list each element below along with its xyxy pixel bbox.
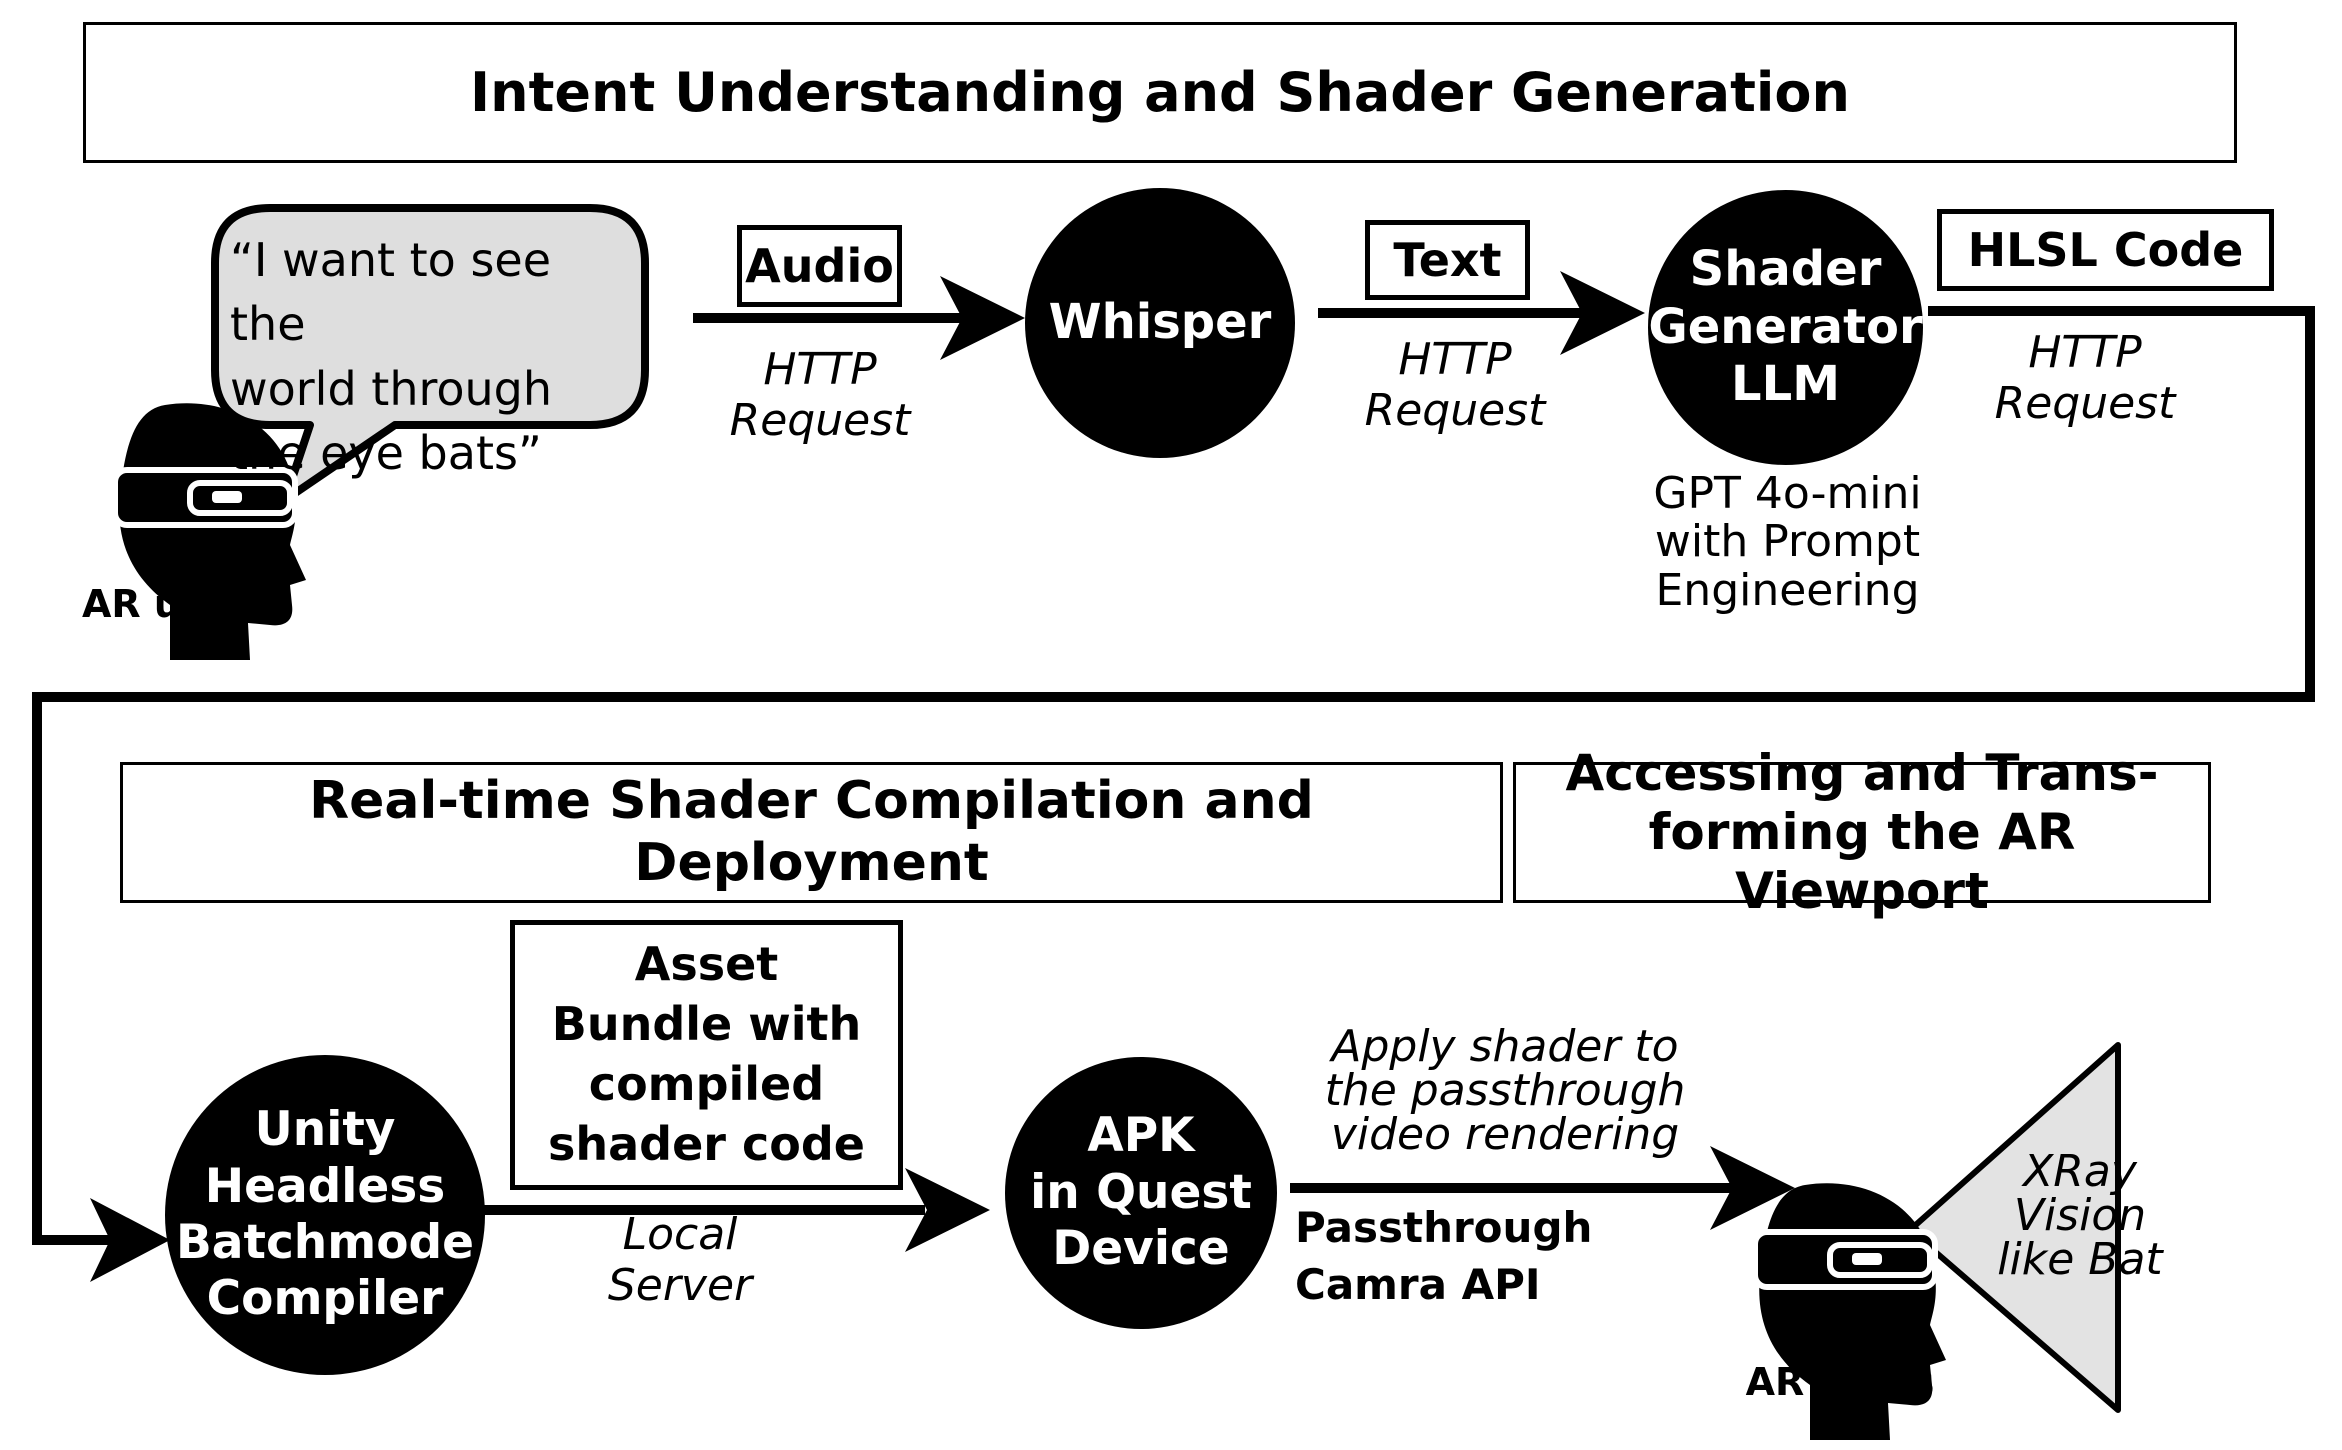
hlsl-code-tag: HLSL Code: [1937, 209, 2274, 291]
asset-bundle-tag: Asset Bundle with compiled shader code: [510, 920, 903, 1190]
audio-tag: Audio: [737, 225, 902, 307]
http-request-label-3: HTTP Request: [1994, 327, 2176, 429]
local-server-label: Local Server: [607, 1209, 753, 1311]
connector-hlsl-to-unity: [32, 306, 2315, 1245]
http-request-label-1: HTTP Request: [729, 344, 911, 446]
arrow-hlsl-head: [90, 1198, 170, 1282]
http-request-label-2: HTTP Request: [1364, 334, 1546, 436]
vr-user-head-icon: [112, 403, 306, 660]
xray-vision-note: XRay Vision like Bat: [1997, 1146, 2163, 1285]
text-tag: Text: [1365, 220, 1530, 300]
apk-quest-device-node: APK in Quest Device: [1005, 1057, 1277, 1329]
section-compilation-title: Real-time Shader Compilation and Deploym…: [120, 762, 1503, 903]
shader-generator-llm-label: Shader Generator LLM: [1648, 241, 1923, 413]
xray-vision-cone: [1907, 1042, 2121, 1413]
arrow-apply-head: [1710, 1146, 1795, 1230]
apply-shader-note: Apply shader to the passthrough video re…: [1324, 1021, 1686, 1160]
vr-user-head-icon-bottom: [1752, 1183, 1946, 1440]
gpt-model-note: GPT 4o-mini with Prompt Engineering: [1653, 468, 1922, 616]
ar-users-label-bottom: AR users: [1745, 1360, 1935, 1404]
arrow-text-head: [1560, 271, 1645, 355]
whisper-node: Whisper: [1025, 188, 1295, 458]
section-intent-title: Intent Understanding and Shader Generati…: [83, 22, 2237, 163]
shader-generator-llm-node: Shader Generator LLM: [1648, 190, 1923, 465]
unity-compiler-label: Unity Headless Batchmode Compiler: [175, 1102, 475, 1327]
unity-compiler-node: Unity Headless Batchmode Compiler: [165, 1055, 485, 1375]
arrow-asset-head: [905, 1168, 990, 1252]
ar-users-label-top: AR users: [82, 582, 271, 626]
whisper-node-label: Whisper: [1048, 294, 1272, 351]
passthrough-camera-api-note: Passthrough Camra API: [1295, 1203, 1593, 1309]
speech-bubble-text: “I want to see the world through the eye…: [230, 233, 553, 481]
arrow-audio-head: [940, 276, 1025, 360]
apk-quest-device-label: APK in Quest Device: [1030, 1108, 1252, 1277]
